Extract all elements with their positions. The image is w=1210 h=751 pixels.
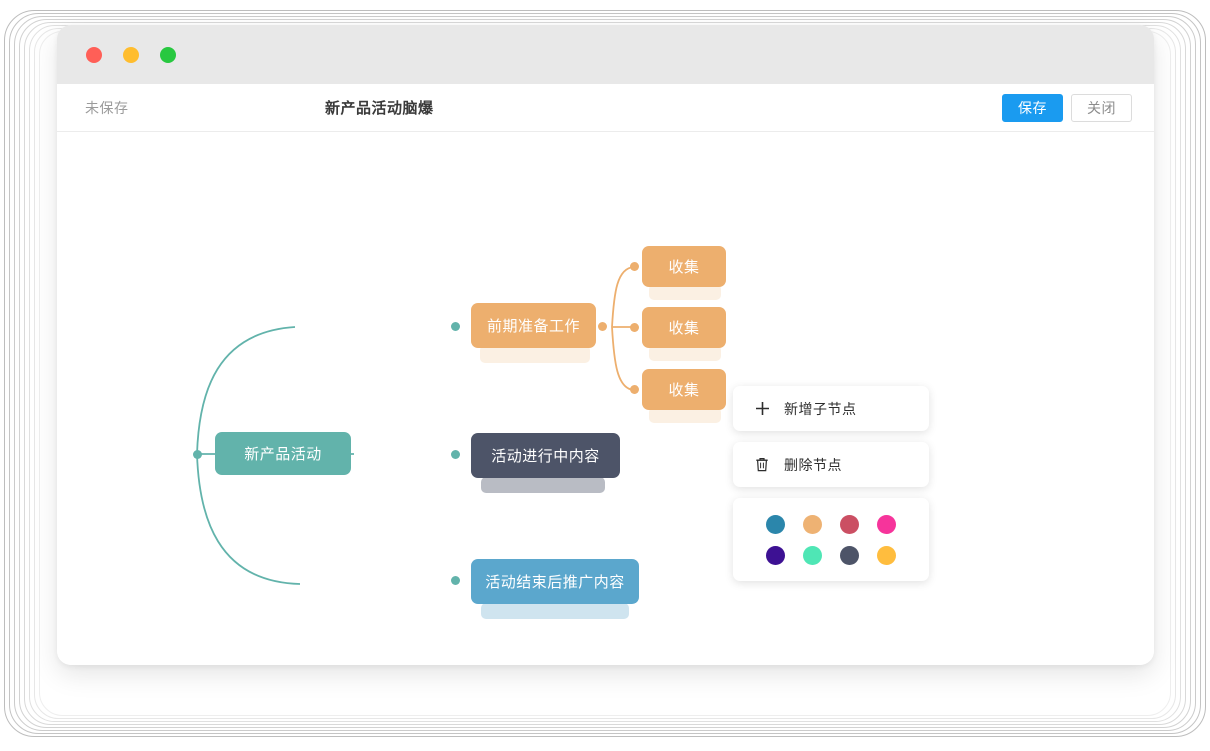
mindmap-node-root[interactable]: 新产品活动	[215, 432, 351, 475]
mindmap-node-branch-1[interactable]: 前期准备工作	[471, 303, 596, 348]
node-context-menu: 新增子节点 删除节点	[733, 386, 929, 581]
window-titlebar	[57, 25, 1154, 84]
mindmap-canvas[interactable]: 新产品活动 前期准备工作 收集 收集 收集 活动进行中内容 活动结束后推广内容	[57, 132, 1154, 665]
plus-icon	[754, 401, 770, 417]
context-menu-label-add-child: 新增子节点	[784, 399, 857, 419]
connector-dot-child-1	[630, 262, 639, 271]
color-swatch-blue[interactable]	[766, 515, 785, 534]
context-menu-card-add: 新增子节点	[733, 386, 929, 431]
mindmap-node-branch-3[interactable]: 活动结束后推广内容	[471, 559, 639, 604]
color-swatch-slate[interactable]	[840, 546, 859, 565]
mindmap-node-child-3[interactable]: 收集	[642, 369, 726, 410]
connector-dot-branch-1-in	[451, 322, 460, 331]
connector-dot-child-3	[630, 385, 639, 394]
toolbar-actions: 保存 关闭	[1002, 94, 1132, 122]
connector-dot-child-2	[630, 323, 639, 332]
color-swatch-mint[interactable]	[803, 546, 822, 565]
mindmap-node-child-1[interactable]: 收集	[642, 246, 726, 287]
document-title: 新产品活动脑爆	[325, 97, 434, 118]
app-window: 未保存 新产品活动脑爆 保存 关闭 新产品活动 前期准备工作	[57, 25, 1154, 665]
connector-dot-branch-1-out	[598, 322, 607, 331]
mindmap-node-branch-2[interactable]: 活动进行中内容	[471, 433, 620, 478]
mindmap-node-child-2[interactable]: 收集	[642, 307, 726, 348]
context-menu-item-delete-node[interactable]: 删除节点	[733, 442, 929, 487]
color-swatch-pink[interactable]	[877, 515, 896, 534]
node-plate-branch-3	[481, 603, 629, 619]
context-menu-item-add-child[interactable]: 新增子节点	[733, 386, 929, 431]
maximize-window-icon[interactable]	[160, 47, 176, 63]
close-window-icon[interactable]	[86, 47, 102, 63]
color-swatch-red[interactable]	[840, 515, 859, 534]
color-swatch-row-2	[766, 546, 896, 565]
context-menu-card-delete: 删除节点	[733, 442, 929, 487]
close-button[interactable]: 关闭	[1071, 94, 1132, 122]
save-button[interactable]: 保存	[1002, 94, 1063, 122]
context-menu-label-delete-node: 删除节点	[784, 455, 842, 475]
color-swatch-row-1	[766, 515, 896, 534]
save-status-label: 未保存	[85, 98, 129, 118]
color-swatch-amber[interactable]	[877, 546, 896, 565]
node-plate-branch-2	[481, 477, 605, 493]
connector-dot-root	[193, 450, 202, 459]
color-swatch-purple[interactable]	[766, 546, 785, 565]
app-toolbar: 未保存 新产品活动脑爆 保存 关闭	[57, 84, 1154, 132]
connector-dot-branch-3	[451, 576, 460, 585]
connector-dot-branch-2	[451, 450, 460, 459]
minimize-window-icon[interactable]	[123, 47, 139, 63]
trash-icon	[754, 457, 770, 473]
color-swatch-orange[interactable]	[803, 515, 822, 534]
context-menu-color-palette	[733, 498, 929, 581]
